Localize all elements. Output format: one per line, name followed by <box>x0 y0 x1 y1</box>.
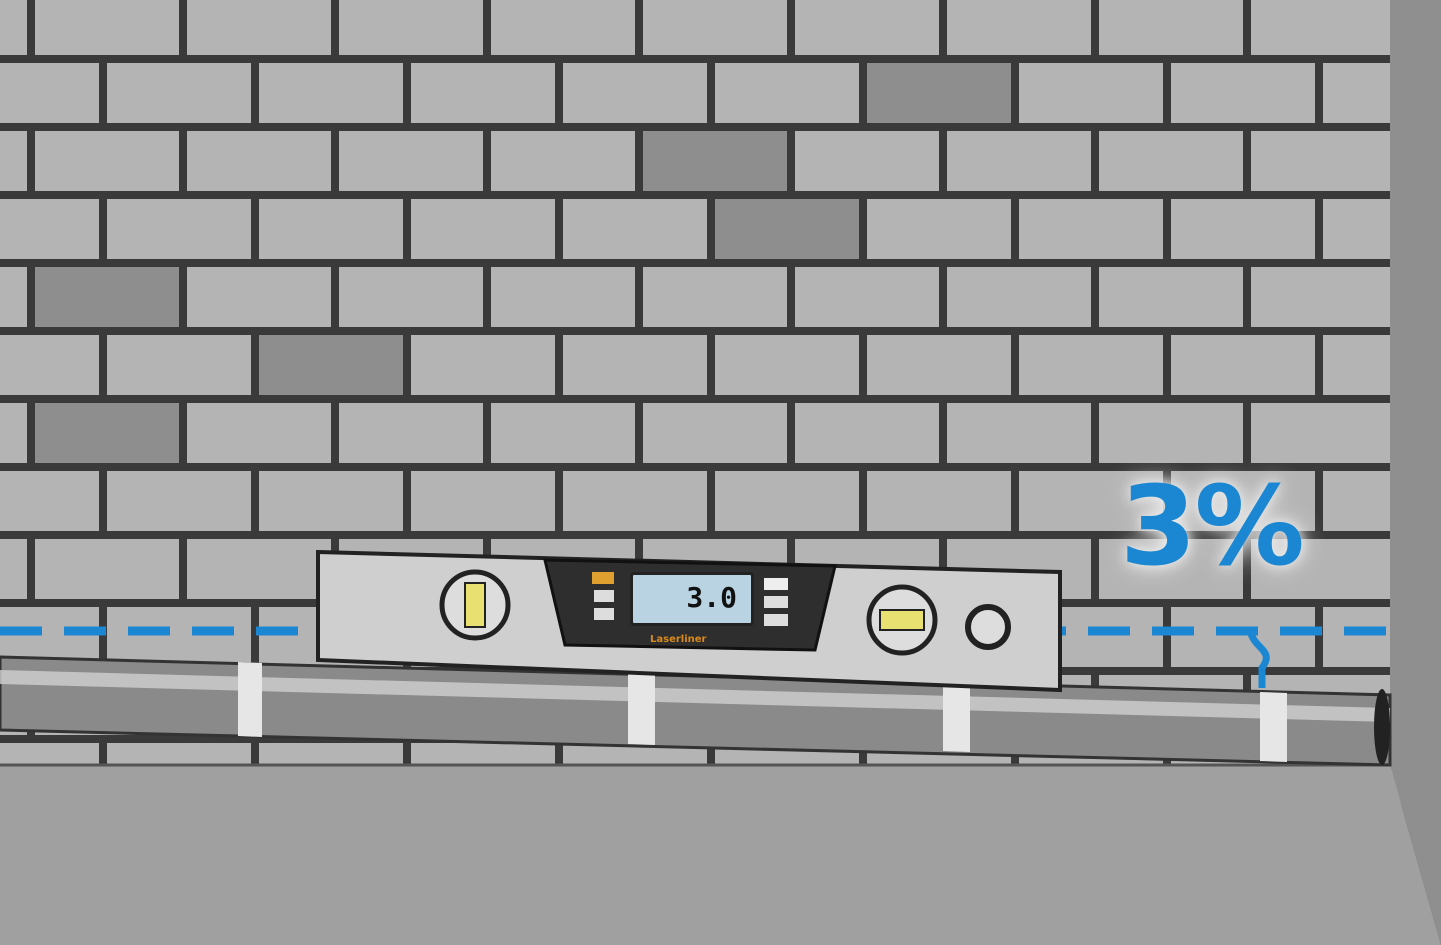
brick <box>107 199 251 259</box>
brick <box>0 471 99 531</box>
brick <box>1251 0 1395 55</box>
brick <box>1099 131 1243 191</box>
brick <box>107 607 251 667</box>
brick <box>795 267 939 327</box>
brick <box>0 267 27 327</box>
brick <box>1251 267 1395 327</box>
brick <box>715 199 859 259</box>
brick <box>0 539 27 599</box>
brick <box>491 403 635 463</box>
button <box>592 572 614 584</box>
brick <box>1251 131 1395 191</box>
brick <box>259 335 403 395</box>
brick <box>411 335 555 395</box>
brick <box>187 539 331 599</box>
pipe-end <box>1374 689 1390 765</box>
brick <box>795 131 939 191</box>
brick <box>411 63 555 123</box>
brick <box>0 63 99 123</box>
brick <box>715 63 859 123</box>
brick <box>1171 335 1315 395</box>
floor <box>0 765 1441 945</box>
brick <box>1099 0 1243 55</box>
brick <box>643 131 787 191</box>
brick <box>1099 539 1243 599</box>
brick <box>491 131 635 191</box>
brick <box>0 199 99 259</box>
brick <box>0 335 99 395</box>
brick <box>339 267 483 327</box>
brick <box>1251 403 1395 463</box>
brick <box>259 471 403 531</box>
brick <box>187 267 331 327</box>
brick <box>187 403 331 463</box>
brick <box>411 199 555 259</box>
brick <box>947 131 1091 191</box>
brick <box>35 539 179 599</box>
brick <box>107 63 251 123</box>
brick <box>563 199 707 259</box>
brick <box>867 471 1011 531</box>
brick <box>1019 63 1163 123</box>
brick <box>643 403 787 463</box>
display-value: 3.0 <box>686 581 737 614</box>
brick <box>339 403 483 463</box>
brick <box>339 131 483 191</box>
slope-indicator-arrow <box>1246 629 1270 688</box>
brick-wall <box>0 0 1441 803</box>
brick <box>1171 63 1315 123</box>
brick <box>867 63 1011 123</box>
slope-label: 3% <box>1120 462 1305 590</box>
brick <box>795 0 939 55</box>
brick <box>187 131 331 191</box>
brick <box>0 131 27 191</box>
brick <box>715 471 859 531</box>
brick <box>1171 607 1315 667</box>
brick <box>947 0 1091 55</box>
brick <box>107 335 251 395</box>
brick <box>1019 335 1163 395</box>
brick <box>1099 403 1243 463</box>
brick <box>35 403 179 463</box>
brick <box>867 335 1011 395</box>
brick <box>259 199 403 259</box>
brick <box>1019 199 1163 259</box>
brick <box>35 131 179 191</box>
brick <box>259 63 403 123</box>
brick <box>1019 471 1163 531</box>
brick <box>563 63 707 123</box>
brick <box>35 0 179 55</box>
brick <box>643 0 787 55</box>
brick <box>0 403 27 463</box>
brick <box>1171 199 1315 259</box>
brick <box>491 0 635 55</box>
brick <box>1171 471 1315 531</box>
brick <box>187 0 331 55</box>
brick <box>947 403 1091 463</box>
pipe-clamps <box>238 662 1287 762</box>
brick <box>0 0 27 55</box>
side-wall <box>1390 0 1441 945</box>
brick <box>947 267 1091 327</box>
brick <box>491 267 635 327</box>
level-display: 3.0 <box>630 572 754 626</box>
brand-logo: Laserliner <box>650 634 707 645</box>
brick <box>339 0 483 55</box>
brick <box>107 471 251 531</box>
brick <box>563 335 707 395</box>
brick <box>35 267 179 327</box>
brick <box>411 471 555 531</box>
brick <box>643 267 787 327</box>
brick <box>795 403 939 463</box>
brick <box>563 471 707 531</box>
brick <box>715 335 859 395</box>
brick <box>1099 267 1243 327</box>
brick <box>1251 539 1395 599</box>
brick <box>867 199 1011 259</box>
